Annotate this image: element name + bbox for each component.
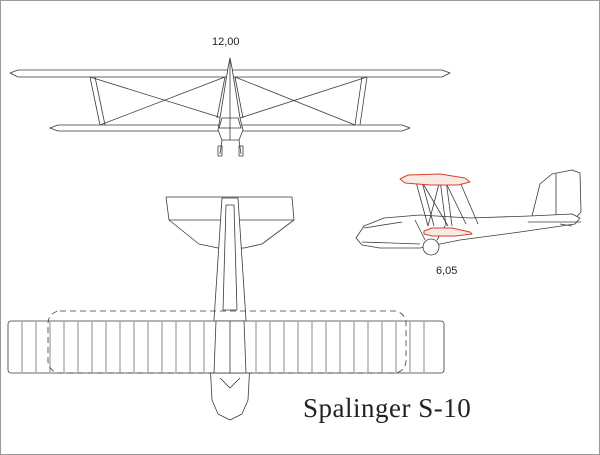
length-dimension-label: 6,05 [436, 265, 458, 277]
front-landing-gear [219, 139, 223, 155]
side-upper-wing [399, 173, 471, 186]
side-wings-highlighted [399, 173, 473, 237]
side-wheel [422, 238, 440, 256]
side-struts [415, 181, 429, 227]
front-fuselage [217, 57, 244, 141]
side-view [355, 169, 582, 256]
top-lower-wing-dashed [47, 310, 407, 374]
wingspan-dimension-label: 12,00 [212, 36, 240, 48]
front-left-strut [89, 76, 101, 126]
front-right-strut [354, 76, 363, 126]
drawing-title: Spalinger S-10 [303, 393, 472, 423]
side-fuselage [355, 213, 581, 249]
top-wing-ribs [21, 322, 425, 372]
top-view [7, 196, 445, 421]
front-bracing-wires [99, 76, 226, 126]
front-view [9, 57, 451, 157]
front-cabane [216, 76, 226, 119]
side-lower-wing [423, 227, 473, 237]
